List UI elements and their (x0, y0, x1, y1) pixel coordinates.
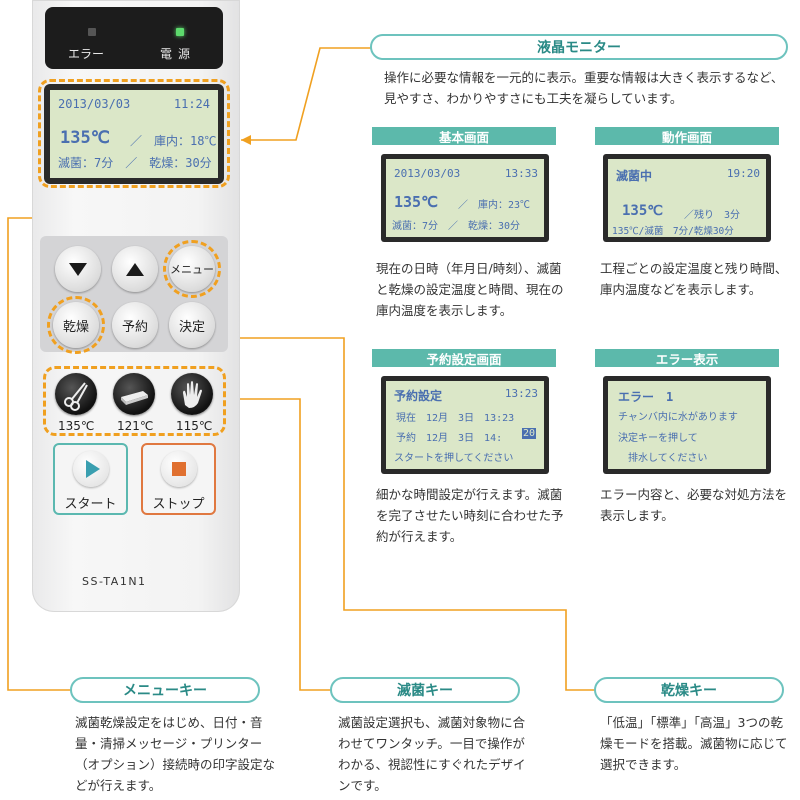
basic-temp: 135℃ (394, 193, 438, 211)
res-title: 予約設定 (394, 389, 443, 403)
start-button[interactable]: スタート (53, 443, 128, 515)
reserve-screen-title: 予約設定画面 (372, 349, 556, 367)
stop-icon (160, 451, 197, 487)
status-panel (45, 7, 223, 69)
menu-highlight (163, 240, 221, 298)
lcd-monitor-title: 液晶モニター (370, 34, 788, 60)
res-msg: スタートを押してください (394, 453, 514, 464)
err-line2: 決定キーを押して (618, 433, 698, 444)
lcd-date: 2013/03/03 (58, 97, 131, 111)
reserve-screen: 予約設定 13:23 現在 12月 3日 13:23 予約 12月 3日 14:… (381, 376, 549, 474)
dry-highlight (47, 296, 105, 354)
up-button[interactable] (112, 246, 158, 292)
temp-label-115: 115℃ (176, 419, 213, 433)
stop-button[interactable]: ストップ (141, 443, 216, 515)
sterilize-key-desc: 滅菌設定選択も、滅菌対象物に合わせてワンタッチ。一目で操作がわかる、視認性にすぐ… (338, 715, 526, 793)
basic-time: 13:33 (504, 167, 538, 180)
sterilize-121-button[interactable] (113, 373, 155, 415)
glove-icon (183, 381, 202, 408)
sterilize-highlight (43, 366, 226, 436)
temp-label-121: 121℃ (117, 419, 154, 433)
err-code: エラー 1 (618, 390, 674, 404)
device-lcd: 2013/03/03 11:24 135℃ ／ 庫内：18℃ 滅菌：7分 ／ 乾… (50, 90, 218, 178)
op-line3: 135℃/滅菌 7分/乾燥30分 (612, 226, 734, 237)
op-remaining: ／残り 3分 (684, 210, 741, 221)
lcd-highlight (38, 79, 230, 188)
lcd-chamber: ／ 庫内：18℃ (130, 134, 217, 148)
lcd-monitor-desc: 操作に必要な情報を一元的に表示。重要な情報は大きく表示するなど、見やすさ、わかり… (384, 70, 784, 106)
error-screen: エラー 1 チャンバ内に水があります 決定キーを押して 排水してください (603, 376, 771, 474)
down-button[interactable] (55, 246, 101, 292)
stop-label: ストップ (152, 497, 205, 512)
start-label: スタート (64, 497, 117, 512)
error-label: エラー (68, 47, 105, 61)
operation-screen: 滅菌中 19:20 135℃ ／残り 3分 135℃/滅菌 7分/乾燥30分 (603, 154, 771, 242)
basic-date: 2013/03/03 (394, 167, 461, 180)
sterilize-115-button[interactable] (171, 373, 213, 415)
triangle-down-icon (69, 262, 87, 276)
basic-screen-desc: 現在の日時（年月日/時刻）、滅菌と乾燥の設定温度と時間、現在の庫内温度を表示しま… (376, 261, 564, 318)
dry-key-title: 乾燥キー (594, 677, 784, 703)
res-target: 予約 12月 3日 14: (396, 433, 503, 444)
operation-screen-title: 動作画面 (595, 127, 779, 145)
lcd-line3: 滅菌：7分 ／ 乾燥：30分 (58, 156, 212, 170)
lcd-temp: 135℃ (60, 128, 110, 148)
reserve-button[interactable]: 予約 (112, 302, 158, 348)
basic-screen-title: 基本画面 (372, 127, 556, 145)
err-line3: 排水してください (628, 453, 708, 464)
op-status: 滅菌中 (616, 169, 653, 183)
dry-key-desc: 「低温」「標準」「高温」3つの乾燥モードを搭載。滅菌物に応じて選択できます。 (600, 715, 788, 772)
op-time: 19:20 (726, 167, 760, 180)
error-screen-desc: エラー内容と、必要な対処方法を表示します。 (600, 487, 788, 523)
lcd-time: 11:24 (173, 97, 210, 111)
confirm-button[interactable]: 決定 (169, 302, 215, 348)
op-temp: 135℃ (622, 203, 664, 219)
play-icon (72, 451, 109, 487)
basic-line3: 滅菌：7分 ／ 乾燥：30分 (392, 221, 521, 232)
basic-screen: 2013/03/03 13:33 135℃ ／ 庫内：23℃ 滅菌：7分 ／ 乾… (381, 154, 549, 242)
menu-key-title: メニューキー (70, 677, 260, 703)
triangle-up-icon (126, 262, 144, 276)
model-number: SS-TA1N1 (82, 575, 147, 588)
basic-chamber: ／ 庫内：23℃ (458, 200, 531, 211)
menu-key-desc: 滅菌乾燥設定をはじめ、日付・音量・清掃メッセージ・プリンター（オプション）接続時… (75, 715, 276, 793)
sterilize-135-button[interactable] (55, 373, 97, 415)
reserve-screen-desc: 細かな時間設定が行えます。滅菌を完了させたい時刻に合わせた予約が行えます。 (376, 487, 564, 544)
temp-label-135: 135℃ (58, 419, 95, 433)
error-screen-title: エラー表示 (595, 349, 779, 367)
error-led-icon (88, 28, 96, 36)
power-led-icon (176, 28, 184, 36)
cloth-icon (121, 391, 148, 405)
res-time: 13:23 (504, 387, 538, 400)
sterilize-key-title: 滅菌キー (330, 677, 520, 703)
scissors-icon (64, 382, 88, 411)
power-label: 電源 (160, 47, 197, 61)
res-cursor: 20 (522, 428, 537, 439)
res-now: 現在 12月 3日 13:23 (396, 413, 515, 424)
err-line1: チャンバ内に水があります (618, 412, 738, 423)
operation-screen-desc: 工程ごとの設定温度と残り時間、庫内温度などを表示します。 (600, 261, 788, 297)
